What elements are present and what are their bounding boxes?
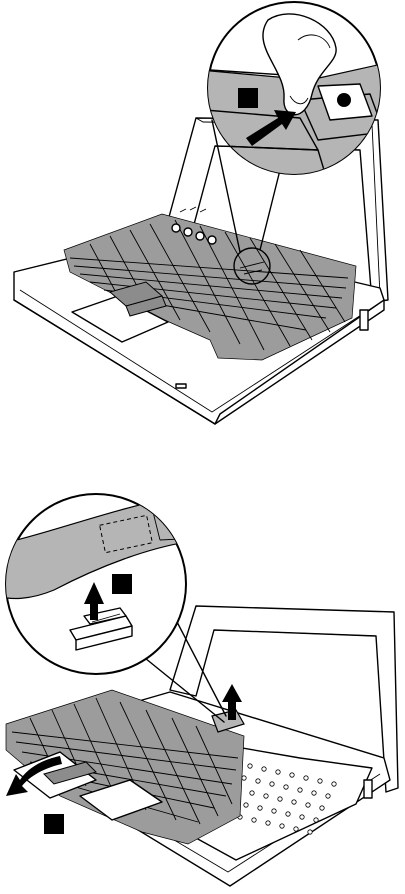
bay-hole	[262, 767, 266, 771]
bay-hole	[320, 806, 324, 810]
bay-hole	[284, 785, 288, 789]
bay-hole	[314, 818, 318, 822]
bay-hole	[326, 794, 330, 798]
bay-hole	[290, 773, 294, 777]
bay-hole	[244, 803, 248, 807]
bay-hole	[276, 770, 280, 774]
step-1-illustration	[0, 0, 405, 430]
step-1-figure	[0, 0, 405, 430]
step-2-callout	[0, 494, 200, 674]
bay-hole	[272, 809, 276, 813]
bay-hole	[270, 782, 274, 786]
bay-hole	[266, 821, 270, 825]
bay-hole	[294, 827, 298, 831]
bay-hole	[292, 800, 296, 804]
bay-hole	[280, 824, 284, 828]
step-2-badge	[112, 574, 132, 594]
bay-hole	[278, 797, 282, 801]
bay-hole	[242, 776, 246, 780]
bay-hole	[250, 791, 254, 795]
bay-hole	[252, 818, 256, 822]
step-2-illustration	[0, 440, 405, 894]
bay-hole	[306, 803, 310, 807]
bay-hole	[256, 779, 260, 783]
bay-hole	[308, 830, 312, 834]
bay-hole	[318, 779, 322, 783]
bay-hole	[304, 776, 308, 780]
step-1-badge	[238, 88, 258, 108]
bay-hole	[300, 815, 304, 819]
bay-hole	[312, 791, 316, 795]
bay-hole	[264, 794, 268, 798]
bay-hole	[332, 782, 336, 786]
step-2-lower-badge	[44, 814, 64, 834]
bay-hole	[286, 812, 290, 816]
step-2-figure	[0, 440, 405, 894]
bay-hole	[248, 764, 252, 768]
bay-hole	[298, 788, 302, 792]
bay-hole	[258, 806, 262, 810]
